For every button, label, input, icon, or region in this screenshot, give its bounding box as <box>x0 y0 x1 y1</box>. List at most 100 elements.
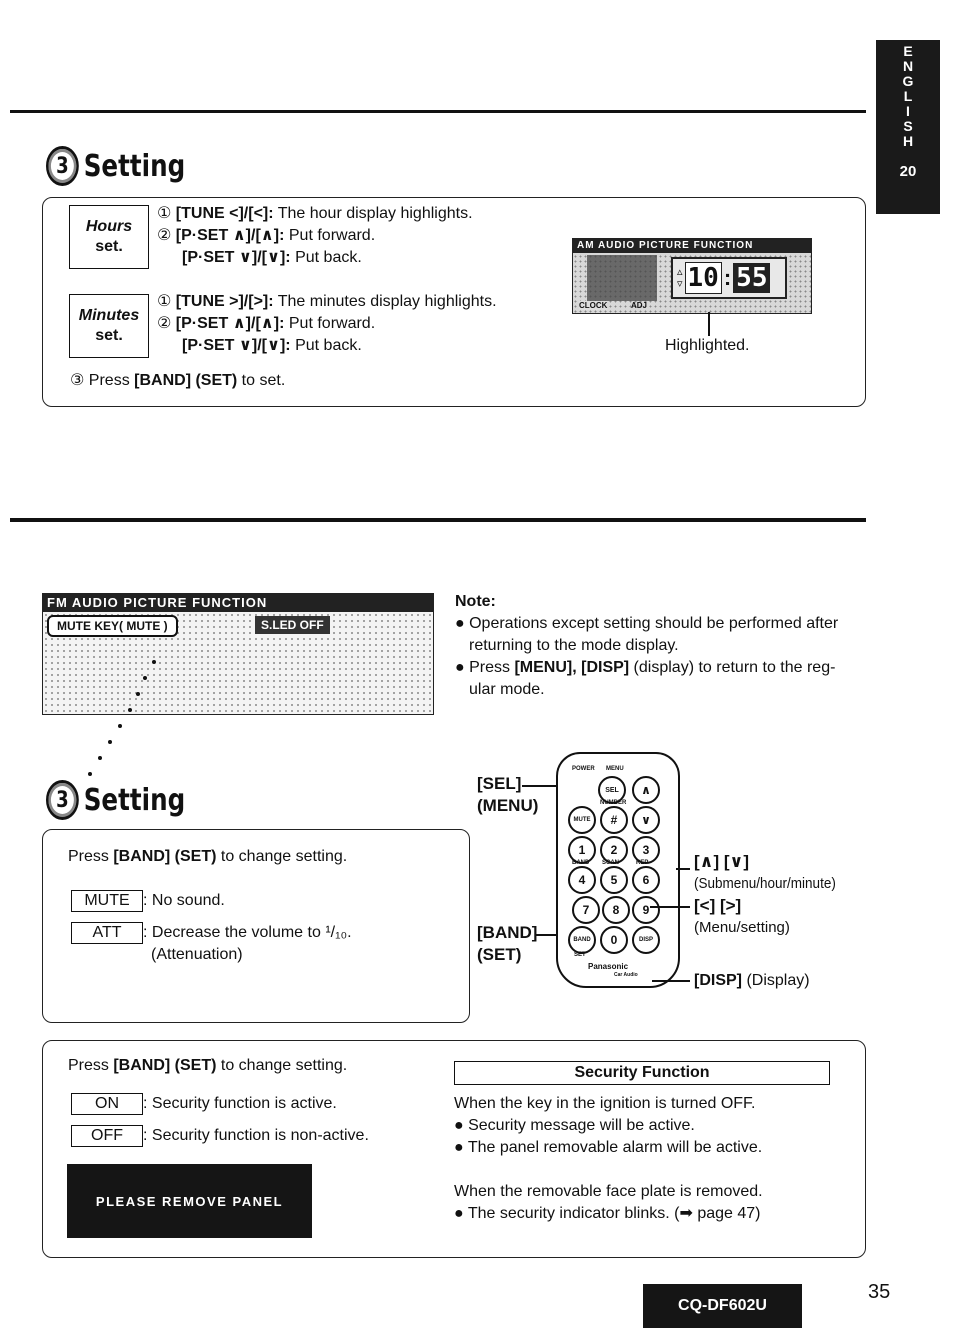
mute-option: MUTE: No sound. <box>71 890 225 912</box>
highlighted-caption: Highlighted. <box>665 337 750 354</box>
clock-lcd-display: AM AUDIO PICTURE FUNCTION CLOCK ADJ ▵▿ 1… <box>572 238 812 314</box>
lcd-colon: : <box>723 265 732 290</box>
remote-digit-5: 5 <box>600 866 628 894</box>
step-number-icon: 3 <box>46 146 79 186</box>
lcd-minute: 55 <box>733 263 771 293</box>
remote-digit-3: 3 <box>632 836 660 864</box>
remote-digit-6: 6 <box>632 866 660 894</box>
remote-digit-9: 9 <box>632 896 660 924</box>
remote-digit-8: 8 <box>602 896 630 924</box>
clock-setting-heading: 3 Setting <box>46 146 185 186</box>
off-option: OFF: Security function is non-active. <box>71 1125 369 1147</box>
remote-label-band: [BAND] <box>477 923 538 942</box>
security-setting-box <box>42 1040 866 1258</box>
lcd-clock-frame: ▵▿ 10 : 55 <box>671 257 787 299</box>
remote-down-button: ∨ <box>632 806 660 834</box>
band-leader <box>536 934 572 936</box>
remote-hash-button: # <box>600 806 628 834</box>
remote-rep-label: REP <box>636 860 649 866</box>
remote-digit-1: 1 <box>568 836 596 864</box>
top-rule <box>10 110 866 113</box>
minutes-line-3: [P·SET ∨]/[∨]: Put back. <box>182 337 362 354</box>
hours-set-label: Hours set. <box>69 205 149 269</box>
disp-leader <box>652 980 690 982</box>
minutes-set-label: Minutes set. <box>69 294 149 358</box>
hours-line-2: ② [P·SET ∧]/[∧]: Put forward. <box>157 227 376 244</box>
att-option: ATT: Decrease the volume to ¹/₁₀. <box>71 922 352 944</box>
remote-label-menu: (MENU) <box>477 796 539 815</box>
remove-panel-display: PLEASE REMOVE PANEL <box>67 1164 312 1238</box>
leader-dot <box>128 708 132 712</box>
remote-band-label: BAND <box>572 860 590 866</box>
mute-lcd-display: FM AUDIO PICTURE FUNCTION MUTE KEY( MUTE… <box>42 593 434 715</box>
hours-line-1: ① [TUNE <]/[<]: The hour display highlig… <box>157 205 473 222</box>
remote-brand: Panasonic <box>588 962 629 971</box>
remote-label-disp: [DISP] (Display) <box>694 972 810 989</box>
lcd-menu-bar: AM AUDIO PICTURE FUNCTION <box>573 239 811 253</box>
clock-setting-box <box>42 197 866 407</box>
page-number: 35 <box>868 1281 891 1303</box>
security-press-instruction: Press [BAND] (SET) to change setting. <box>68 1057 348 1074</box>
minutes-line-2: ② [P·SET ∧]/[∧]: Put forward. <box>157 315 376 332</box>
remote-digit-2: 2 <box>600 836 628 864</box>
on-option: ON: Security function is active. <box>71 1093 337 1115</box>
language-letters: E N G L I S H <box>902 43 914 149</box>
leader-dot <box>143 676 147 680</box>
mute-setting-heading: 3 Setting <box>46 780 185 820</box>
lcd-menu-blocks <box>587 255 657 301</box>
leader-dot <box>118 724 122 728</box>
lcd-arrows-icon: ▵▿ <box>677 266 683 290</box>
security-when-removed: When the removable face plate is removed… <box>454 1183 763 1200</box>
leader-dot <box>98 756 102 760</box>
remote-menu-label: MENU <box>606 766 624 772</box>
lcd-menu-bar: FM AUDIO PICTURE FUNCTION <box>43 594 433 612</box>
note-title: Note: <box>455 593 496 610</box>
note-item-1: ● Operations except setting should be pe… <box>455 615 839 632</box>
hours-line-3: [P·SET ∨]/[∨]: Put back. <box>182 249 362 266</box>
leader-dot <box>88 772 92 776</box>
security-bullet-2: ● The panel removable alarm will be acti… <box>454 1139 763 1156</box>
lcd-hour: 10 <box>684 262 722 294</box>
mute-press-instruction: Press [BAND] (SET) to change setting. <box>68 848 348 865</box>
remote-label-sel: [SEL] <box>477 774 522 793</box>
remote-digit-0: 0 <box>600 926 628 954</box>
remote-number-label: NUMBER <box>600 800 627 806</box>
security-when-key: When the key in the ignition is turned O… <box>454 1095 756 1112</box>
remote-control-illustration: POWER MENU SEL ∧ NUMBER MUTE # ∨ 1 2 3 B… <box>556 752 680 988</box>
note-item-2-cont: ular mode. <box>469 681 545 698</box>
lcd-adj-label: ADJ <box>631 301 648 310</box>
leader-dot <box>136 692 140 696</box>
lcd-mute-row: MUTE KEY( MUTE ) <box>47 615 178 637</box>
lcd-clock-label: CLOCK <box>579 301 608 310</box>
remote-mute-button: MUTE <box>568 806 596 834</box>
press-band-to-set: ③ Press [BAND] (SET) to set. <box>70 372 286 389</box>
remote-up-button: ∧ <box>632 776 660 804</box>
minutes-line-1: ① [TUNE >]/[>]: The minutes display high… <box>157 293 497 310</box>
att-option-desc: (Attenuation) <box>151 946 243 963</box>
remote-band-button: BAND <box>568 926 596 954</box>
remote-power-label: POWER <box>572 766 595 772</box>
leader-dot <box>152 660 156 664</box>
remote-scan-label: SCAN <box>602 860 620 866</box>
remote-disp-button: DISP <box>632 926 660 954</box>
step-number-icon: 3 <box>46 780 79 820</box>
language-tab: E N G L I S H 20 <box>876 40 940 214</box>
note-item-2: ● Press [MENU], [DISP] (display) to retu… <box>455 659 836 676</box>
remote-digit-4: 4 <box>568 866 596 894</box>
remote-set-label: SET <box>574 952 586 958</box>
section-page-number: 20 <box>899 163 917 180</box>
lcd-sled-row: S.LED OFF <box>255 616 330 634</box>
note-item-1-cont: returning to the mode display. <box>469 637 679 654</box>
remote-label-set: (SET) <box>477 945 522 964</box>
remote-sel-button: SEL <box>598 776 626 804</box>
remote-label-leftright: [<] [>] <box>694 896 742 915</box>
remote-brand-sub: Car Audio <box>614 972 638 978</box>
model-badge: CQ-DF602U <box>643 1284 802 1328</box>
remote-label-updown: [∧] [∨] <box>694 852 749 871</box>
sel-leader <box>522 785 570 787</box>
leftright-leader <box>650 906 690 908</box>
mute-setting-box <box>42 829 470 1023</box>
remote-digit-7: 7 <box>572 896 600 924</box>
security-bullet-3: ● The security indicator blinks. (➡ page… <box>454 1205 761 1222</box>
security-function-title: Security Function <box>454 1061 830 1085</box>
